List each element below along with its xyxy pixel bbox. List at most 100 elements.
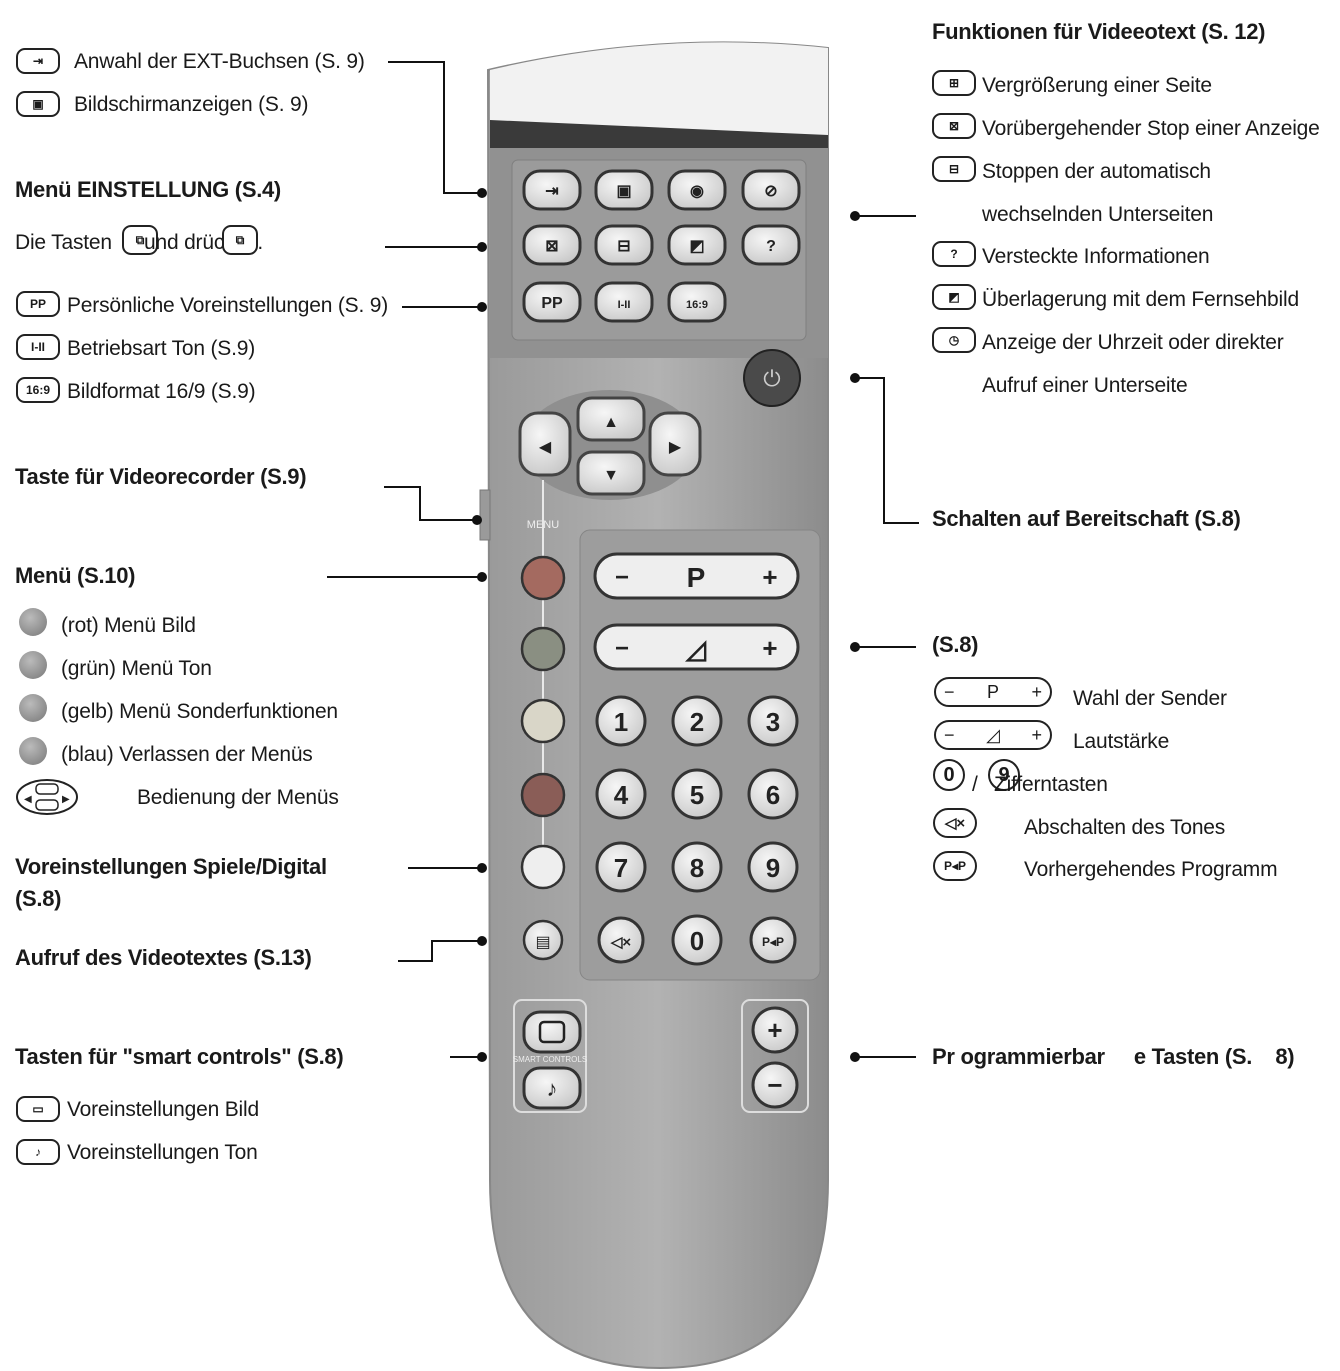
vol-plus-icon: +: [1031, 724, 1042, 745]
label-hold: Vorübergehender Stop einer Anzeige: [982, 117, 1320, 140]
label-channel-select: Wahl der Sender: [1073, 687, 1227, 710]
digit-1-button: [595, 695, 647, 747]
digit-9-button: [747, 841, 799, 893]
nine-key-icon: 9: [988, 759, 1020, 791]
smart-picture-button: [522, 1010, 582, 1054]
digit-4-label: 4: [614, 780, 629, 810]
programmable-minus-button: [751, 1061, 799, 1109]
label-tasten-a: Die Tasten: [15, 231, 112, 254]
pp-icon: PP: [16, 291, 60, 317]
volume-rocker: − ◿ +: [593, 623, 800, 671]
svg-text:−: −: [767, 1070, 782, 1100]
mute-icon: ◁×: [933, 808, 977, 838]
nav-right-button: [648, 411, 702, 477]
programmable-panel: [741, 999, 809, 1113]
enlarge-icon: ⊞: [932, 70, 976, 96]
heading-game-presets: Voreinstellungen Spiele/Digital: [15, 854, 327, 879]
volume-rocker-icon: − ◿ +: [934, 720, 1052, 750]
smart-sound-button: [522, 1066, 582, 1110]
tt-pp-glyph: PP: [541, 295, 563, 312]
p-minus-icon: −: [944, 681, 955, 702]
blue-key-icon: [19, 737, 47, 765]
svg-text:◁×: ◁×: [610, 934, 632, 951]
yellow-key-icon: [19, 694, 47, 722]
heading-vcr-key: Taste für Videorecorder (S.9): [15, 464, 307, 489]
mute-button: [597, 916, 645, 964]
vol-minus-icon: −: [944, 724, 955, 745]
stop-subpages-icon: ⊟: [932, 156, 976, 182]
svg-text:+: +: [762, 633, 777, 663]
svg-text:▤: ▤: [535, 934, 550, 951]
tt-reveal-button: [741, 224, 801, 266]
tt-enlarge-button: [667, 169, 727, 211]
heading-s8: (S.8): [932, 632, 979, 657]
vcr-side-button: [479, 489, 491, 541]
label-stop-auto-1: Stoppen der automatisch: [982, 160, 1211, 183]
nav-down-button: [576, 450, 646, 496]
digit-7-button: [595, 841, 647, 893]
tt-pp-button: [522, 281, 582, 323]
digit-0-button: [671, 914, 723, 966]
label-clock-2: Aufruf einer Unterseite: [982, 374, 1188, 397]
heading-menu-einstellung: Menü EINSTELLUNG (S.4): [15, 177, 281, 202]
tt-format-button: [667, 281, 727, 323]
label-overlay: Überlagerung mit dem Fernsehbild: [982, 288, 1299, 311]
tt-ext-button: [522, 169, 582, 211]
svg-text:▼: ▼: [603, 467, 619, 484]
reveal-icon: ?: [932, 241, 976, 267]
game-digital-button: [520, 844, 566, 890]
label-sound-mode: Betriebsart Ton (S.9): [67, 337, 255, 360]
heading-teletext-functions: Funktionen für Videeotext (S. 12): [932, 19, 1266, 44]
svg-text:◀: ◀: [24, 794, 32, 805]
red-key-icon: [19, 608, 47, 636]
smart-panel: [513, 999, 587, 1113]
screen-info-icon: ▣: [16, 91, 60, 117]
clock-icon: ◷: [932, 327, 976, 353]
ext-input-icon: ⇥: [16, 48, 60, 74]
svg-text:−: −: [615, 564, 629, 591]
svg-text:▶: ▶: [669, 439, 682, 456]
hold-icon: ⊠: [932, 113, 976, 139]
tt-sound-mode-glyph: I-II: [618, 299, 631, 311]
tt-mix-button: [667, 224, 727, 266]
heading-game-presets-page: (S.8): [15, 886, 62, 911]
label-menu-yellow: (gelb) Menü Sonderfunktionen: [61, 700, 338, 723]
svg-text:P: P: [687, 562, 706, 593]
prev-program-button: [749, 916, 797, 964]
digit-9-label: 9: [766, 853, 780, 883]
tt-ext-glyph: ⇥: [545, 183, 558, 200]
digit-8-label: 8: [690, 853, 704, 883]
smart-sound-icon: ♪: [16, 1139, 60, 1165]
svg-text:P◂P: P◂P: [762, 935, 784, 949]
smart-picture-icon: ▭: [16, 1096, 60, 1122]
label-volume: Lautstärke: [1073, 730, 1170, 753]
label-mute: Abschalten des Tones: [1024, 816, 1226, 839]
tt-reveal-glyph: ?: [766, 238, 776, 255]
heading-menu: Menü (S.10): [15, 563, 136, 588]
digit-5-label: 5: [690, 780, 704, 810]
svg-text:0: 0: [690, 926, 704, 956]
tt-format-glyph: 16:9: [686, 299, 708, 311]
p-rocker-icon: − P +: [934, 677, 1052, 707]
label-stop-auto-2: wechselnden Unterseiten: [982, 203, 1214, 226]
teletext-button: [522, 919, 564, 961]
digit-7-label: 7: [614, 853, 628, 883]
teletext-panel-inner: [511, 159, 807, 341]
label-menu-nav: Bedienung der Menüs: [137, 786, 339, 809]
tt-screen-glyph: ▣: [616, 183, 631, 200]
p-plus-icon: +: [1031, 681, 1042, 702]
standby-button: [743, 349, 801, 407]
red-button: [520, 555, 566, 601]
vol-icon: ◿: [986, 724, 1000, 745]
digit-6-label: 6: [766, 780, 780, 810]
svg-text:♪: ♪: [547, 1076, 558, 1101]
nav-up-button: [576, 396, 646, 442]
tt-hold-button: [522, 224, 582, 266]
heading-programmable-keys: Pr ogrammierbar e Tasten (S. 8): [932, 1044, 1295, 1069]
key-icon-a: ⧉: [122, 225, 158, 255]
label-personal-presets: Persönliche Voreinstellungen (S. 9): [67, 294, 389, 317]
digit-2-label: 2: [690, 707, 704, 737]
svg-text:▲: ▲: [603, 414, 619, 431]
svg-text:⏻: ⏻: [763, 367, 780, 392]
label-ext-select: Anwahl der EXT-Buchsen (S. 9): [74, 50, 365, 73]
